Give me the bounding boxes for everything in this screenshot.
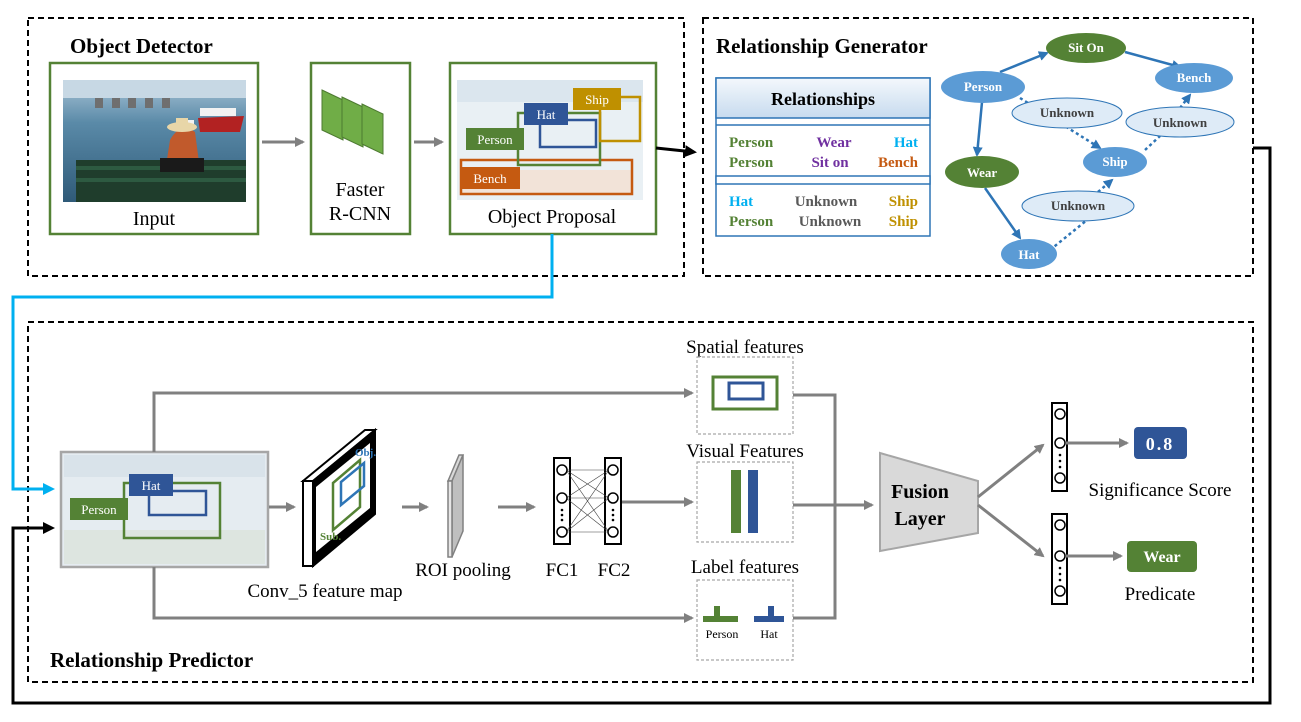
fusion-label-line2: Layer — [894, 508, 945, 530]
proposal-bench-label: Bench — [473, 171, 507, 186]
spatial-label: Spatial features — [686, 337, 804, 358]
conv5-sub-label: Sub. — [320, 531, 341, 543]
fc1-label: FC1 — [546, 560, 579, 581]
predicate-output-column — [1051, 513, 1068, 605]
relationships-table: Relationships Person Wear Hat Person Sit… — [715, 77, 931, 237]
pred-hat-box — [147, 489, 208, 517]
pred-person-label: Person — [81, 502, 117, 517]
conv5-label: Conv_5 feature map — [247, 581, 402, 602]
node-unknown-2-label: Unknown — [1153, 115, 1208, 130]
fc2-label: FC2 — [598, 560, 631, 581]
label-feature-person: Person — [706, 627, 739, 641]
score-output-column — [1051, 402, 1068, 492]
node-unknown-1 — [1011, 97, 1123, 129]
arrow-detector-to-generator — [655, 145, 697, 158]
fc-layers — [553, 457, 622, 545]
rel-unknown-0-predicate: Unknown — [795, 194, 858, 210]
score-label: Significance Score — [1089, 480, 1232, 501]
score-value: 0.8 — [1146, 434, 1175, 454]
arrow-image-to-label — [152, 567, 694, 623]
node-hat — [1001, 239, 1057, 269]
visual-features-box — [696, 461, 794, 543]
conv5-sub-box — [331, 457, 362, 533]
predictor-input-image: Hat Person — [59, 450, 270, 569]
rel-known-0-predicate: Wear — [817, 135, 852, 151]
node-sit-on — [1046, 33, 1126, 63]
predicate-label: Predicate — [1125, 584, 1196, 605]
fusion-output-arrows — [977, 443, 1045, 558]
arrow-image-to-spatial — [152, 388, 694, 452]
node-sit-on-label: Sit On — [1068, 40, 1105, 55]
object-detector-frame — [27, 17, 685, 277]
input-photo — [63, 80, 246, 202]
arrow-generator-to-predictor — [11, 146, 1272, 705]
label-feature-hat: Hat — [760, 627, 778, 641]
node-unknown-3-label: Unknown — [1051, 198, 1106, 213]
input-panel: Input — [48, 61, 260, 236]
relationships-header: Relationships — [771, 89, 875, 109]
roi-label: ROI pooling — [415, 560, 511, 581]
conv5-feature-map: Obj. Sub. — [300, 427, 378, 569]
conv5-obj-box — [339, 460, 366, 508]
proposal-person-label: Person — [477, 132, 513, 147]
node-unknown-2 — [1125, 106, 1235, 138]
relationship-predictor-title: Relationship Predictor — [50, 648, 253, 672]
rel-known-1-subject: Person — [729, 155, 774, 171]
relationship-generator-title: Relationship Generator — [716, 34, 928, 58]
proposal-hat-label: Hat — [537, 107, 556, 122]
roi-pooling-layer — [446, 454, 465, 558]
rel-unknown-1-predicate: Unknown — [799, 214, 862, 230]
scene-graph-edges — [972, 50, 1192, 251]
visual-label: Visual Features — [686, 441, 804, 462]
rel-unknown-1-object: Ship — [889, 214, 918, 230]
node-unknown-1-label: Unknown — [1040, 105, 1095, 120]
node-hat-label: Hat — [1019, 247, 1041, 262]
fusion-label-line1: Fusion — [891, 481, 949, 503]
node-wear-label: Wear — [967, 165, 998, 180]
arrow-proposal-to-predictor — [11, 234, 554, 495]
predicate-box — [1127, 541, 1197, 572]
faster-rcnn-panel: Faster R-CNN — [309, 61, 412, 236]
label-features-box: Person Hat — [696, 579, 794, 661]
pred-hat-label: Hat — [142, 478, 161, 493]
spatial-features-box — [696, 356, 794, 435]
object-proposal-panel: Bench Hat Ship Person Object Proposal — [448, 61, 658, 236]
label-features-label: Label features — [691, 557, 799, 578]
relationship-generator-frame — [702, 17, 1254, 277]
rel-known-1-predicate: Sit on — [811, 155, 849, 171]
rel-known-0-subject: Person — [729, 135, 774, 151]
node-ship-label: Ship — [1102, 154, 1127, 169]
object-detector-title: Object Detector — [70, 34, 213, 58]
conv5-obj-label: Obj. — [355, 447, 376, 459]
score-box — [1134, 427, 1187, 459]
proposal-ship-label: Ship — [585, 92, 609, 107]
fusion-layer: Fusion Layer — [879, 451, 979, 553]
node-unknown-3 — [1021, 190, 1135, 222]
rel-unknown-0-subject: Hat — [729, 194, 753, 210]
node-wear — [945, 156, 1019, 188]
node-person — [941, 71, 1025, 103]
rel-known-1-object: Bench — [878, 155, 919, 171]
node-ship — [1083, 147, 1147, 177]
node-bench-label: Bench — [1177, 70, 1212, 85]
rel-known-0-object: Hat — [894, 135, 918, 151]
node-bench — [1155, 63, 1233, 93]
rcnn-layers-icon — [321, 89, 384, 155]
predicate-value: Wear — [1143, 549, 1180, 566]
rel-unknown-1-subject: Person — [729, 214, 774, 230]
rcnn-label-line1: Faster — [336, 179, 385, 201]
input-label: Input — [133, 208, 176, 230]
rcnn-label-line2: R-CNN — [329, 203, 391, 225]
proposal-label: Object Proposal — [488, 206, 617, 228]
scene-graph-nodes: Person Sit On Bench Unknown Unknown Ship… — [941, 33, 1235, 269]
rel-unknown-0-object: Ship — [889, 194, 918, 210]
relationship-predictor-frame — [27, 321, 1254, 683]
features-to-fusion-arrows — [793, 393, 874, 620]
node-person-label: Person — [964, 79, 1003, 94]
